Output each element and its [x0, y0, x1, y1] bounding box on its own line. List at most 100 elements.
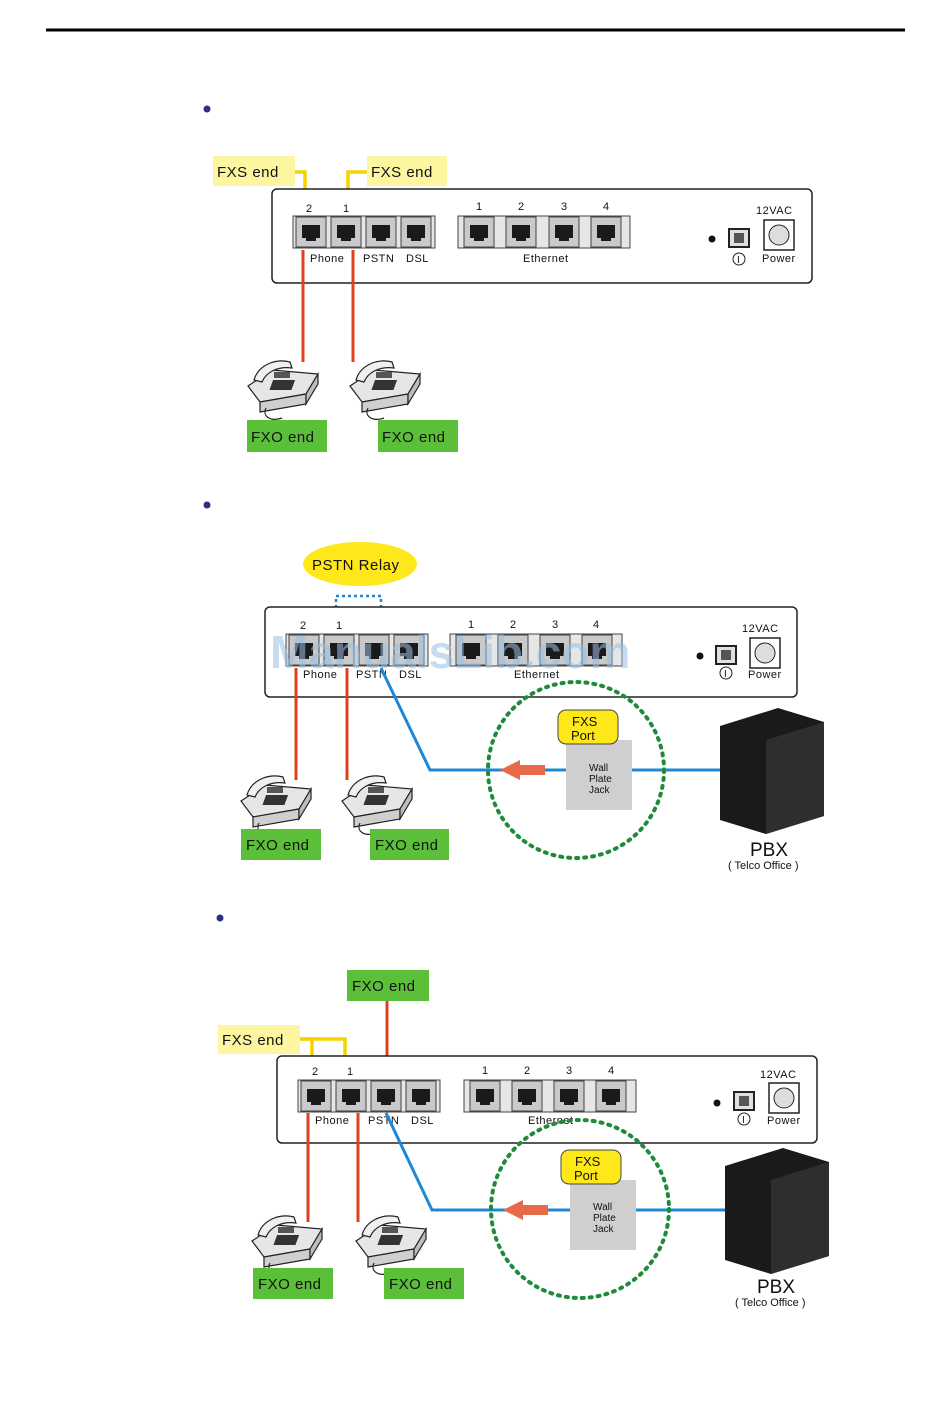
ethernet-jack-3	[548, 216, 580, 248]
telephone-icon	[355, 1215, 427, 1275]
dsl-jack	[405, 1080, 437, 1112]
fxo-end-tag	[384, 1268, 464, 1299]
wall-jack-zone	[486, 680, 666, 860]
reset-hole	[708, 235, 716, 243]
fxs-port-label: FXS	[575, 1154, 601, 1169]
reset-hole	[713, 1099, 721, 1107]
power-label: Power	[762, 253, 796, 265]
fxo-end-tag	[253, 1268, 333, 1299]
telephone-icon	[247, 360, 319, 420]
pbx-title: PBX	[757, 1277, 795, 1298]
ethernet-port-number: 4	[608, 1065, 614, 1077]
fxs-end-tag	[213, 156, 295, 186]
phone-jack-2	[300, 1080, 332, 1112]
ethernet-jack-2	[511, 1080, 543, 1112]
fxs-arrow	[295, 170, 307, 194]
pbx-subtitle: ( Telco Office )	[728, 860, 799, 872]
phone-label: Phone	[303, 669, 337, 681]
ethernet-label: Ethernet	[528, 1115, 574, 1127]
dsl-label: DSL	[399, 669, 422, 681]
switch-symbol-ring	[719, 666, 733, 680]
pstn-relay-badge	[303, 542, 417, 586]
ethernet-port-number: 4	[593, 619, 599, 631]
fxo-end-tag	[347, 970, 429, 1001]
fxs-arrow	[346, 170, 367, 194]
fxo-end-tag	[247, 420, 327, 452]
fxs-port-badge	[560, 1149, 622, 1185]
ethernet-port-number: 4	[603, 201, 609, 213]
phone-jack-1	[335, 1080, 367, 1112]
switch-symbol: I	[737, 255, 740, 266]
fxs-port-label: Port	[571, 728, 595, 743]
telephone-icon	[349, 360, 421, 420]
ethernet-jack-1	[469, 1080, 501, 1112]
power-socket-hole	[754, 642, 776, 664]
power-label: Power	[748, 669, 782, 681]
phone-port-number: 2	[312, 1066, 318, 1078]
pstn-jack	[370, 1080, 402, 1112]
wall-plate-label: Jack	[593, 1224, 615, 1235]
phone-port-number: 2	[300, 620, 306, 632]
fxo-end-tag-label: FXO end	[258, 1276, 322, 1293]
telephone-icon	[251, 1215, 323, 1275]
ethernet-port-number: 1	[468, 619, 474, 631]
telephone-icon	[341, 775, 413, 835]
phone-port-number: 1	[336, 620, 342, 632]
diagram-fxs-fxo-pstn: FXO end FXS end 2 1 Phone PSTN DSL 1 2 3…	[218, 970, 829, 1309]
phone-port-number: 2	[306, 203, 312, 215]
power-rating-label: 12VAC	[742, 623, 779, 635]
ethernet-label: Ethernet	[523, 253, 569, 265]
ethernet-jack-2	[505, 216, 537, 248]
phone-label: Phone	[315, 1115, 349, 1127]
ethernet-port-number: 3	[552, 619, 558, 631]
fxo-end-tag	[370, 829, 449, 860]
telephone-icon	[240, 775, 312, 835]
switch-symbol-ring	[737, 1112, 751, 1126]
wall-jack-zone	[489, 1118, 671, 1300]
fxs-port-label: Port	[574, 1168, 598, 1183]
fxo-end-tag-label: FXO end	[246, 837, 310, 854]
phone-port-number: 1	[347, 1066, 353, 1078]
fxo-end-tag-label: FXO end	[389, 1276, 453, 1293]
phone-jack-2	[295, 216, 327, 248]
ethernet-port-number: 3	[561, 201, 567, 213]
fxs-arrow	[300, 1037, 347, 1060]
pbx-building-icon	[720, 708, 824, 834]
pbx-building-icon	[725, 1148, 829, 1274]
fxo-end-tag-label: FXO end	[251, 429, 315, 446]
fxs-port-label: FXS	[572, 714, 598, 729]
ethernet-jack-4	[590, 216, 622, 248]
fxs-end-tag-label: FXS end	[222, 1032, 284, 1049]
power-socket-hole	[768, 224, 790, 246]
ethernet-port-number: 2	[518, 201, 524, 213]
wall-plate-label: Plate	[593, 1213, 616, 1224]
power-rating-label: 12VAC	[756, 205, 793, 217]
watermark: ManualsLib.com	[270, 626, 630, 678]
fxo-end-tag-label: FXO end	[375, 837, 439, 854]
pstn-label: PSTN	[356, 669, 387, 681]
power-switch-knob	[739, 1096, 749, 1106]
switch-symbol: I	[742, 1115, 745, 1126]
ethernet-jack-4	[595, 1080, 627, 1112]
pstn-relay-label: PSTN Relay	[312, 557, 400, 574]
diagram-fxs-only: FXS end FXS end 2 1 Phone PSTN DSL 1 2 3…	[213, 156, 813, 452]
wall-plate-jack	[570, 1180, 636, 1250]
power-switch-knob	[734, 233, 744, 243]
dsl-jack	[400, 216, 432, 248]
power-socket-hole	[773, 1087, 795, 1109]
phone-jack-1	[330, 216, 362, 248]
fxo-end-tag-label: FXO end	[352, 978, 416, 995]
reset-hole	[696, 652, 704, 660]
ethernet-port-number: 1	[476, 201, 482, 213]
bullet-1	[203, 105, 211, 113]
fxs-end-tag-label: FXS end	[371, 164, 433, 181]
fxo-end-tag-label: FXO end	[382, 429, 446, 446]
wall-plate-label: Plate	[589, 774, 612, 785]
switch-symbol: I	[724, 669, 727, 680]
ethernet-label: Ethernet	[514, 669, 560, 681]
wall-plate-jack	[566, 740, 632, 810]
ethernet-jack-1	[463, 216, 495, 248]
wall-plate-label: Wall	[593, 1202, 612, 1213]
fxo-end-tag	[241, 829, 321, 860]
